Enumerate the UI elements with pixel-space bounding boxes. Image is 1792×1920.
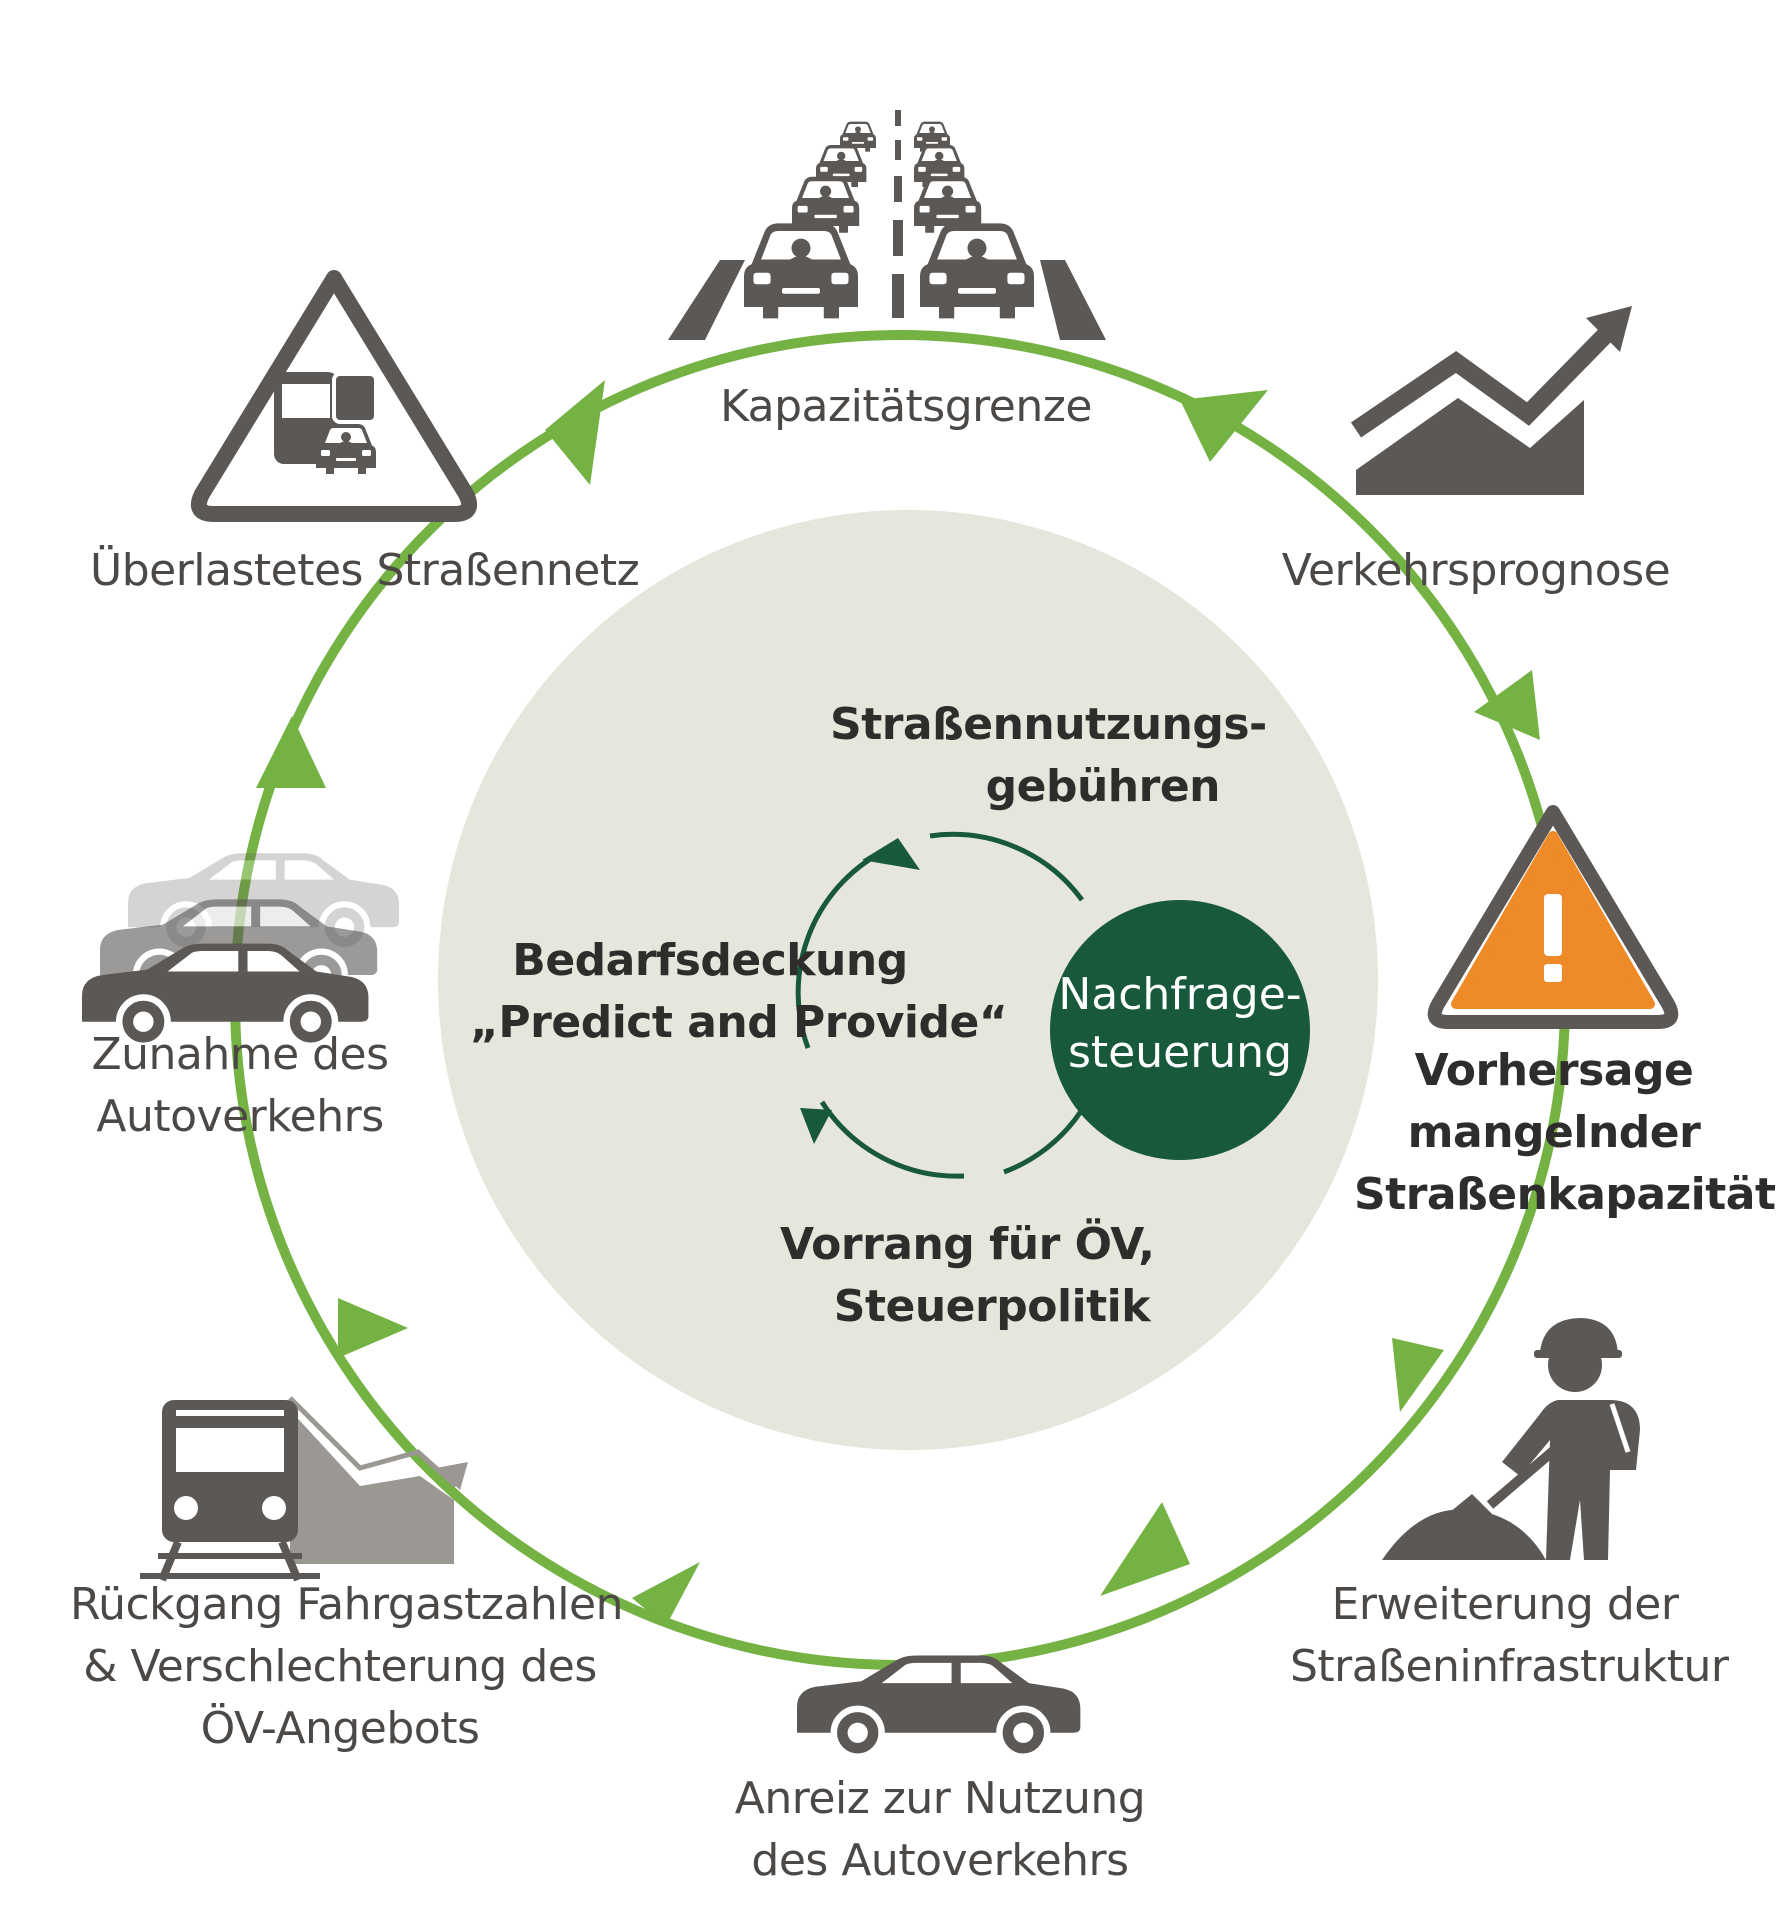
label-predict-and-provide: Bedarfsdeckung „Predict and Provide“ xyxy=(470,935,1008,1048)
label-car-usage-incentive: Anreiz zur Nutzung des Autoverkehrs xyxy=(734,1773,1146,1886)
arrowhead-bottom-left xyxy=(632,1562,700,1626)
label-overloaded-road-network: Überlastetes Straßennetz xyxy=(90,545,640,596)
traffic-jam-icon xyxy=(668,110,1106,340)
label-capacity-limit: Kapazitätsgrenze xyxy=(720,381,1092,432)
label-road-user-charges: Straßennutzungs- gebühren xyxy=(830,699,1267,812)
label-demand-management: Nachfrage- steuerung xyxy=(1058,969,1302,1078)
arrowhead-top-right xyxy=(1180,390,1268,462)
overloaded-road-icon xyxy=(191,270,477,522)
label-transit-priority-tax-policy: Vorrang für ÖV, Steuerpolitik xyxy=(780,1219,1155,1332)
label-traffic-forecast: Verkehrsprognose xyxy=(1281,545,1671,596)
construction-worker-icon xyxy=(1382,1318,1640,1560)
warning-icon xyxy=(1427,805,1679,1029)
arrowhead-right xyxy=(1474,670,1540,740)
label-capacity-shortage-forecast: Vorhersage mangelnder Straßenkapazität xyxy=(1354,1045,1776,1220)
cycle-arrowheads xyxy=(256,380,1540,1626)
arrowhead-lower-right xyxy=(1392,1338,1444,1412)
label-transit-decline: Rückgang Fahrgastzahlen & Verschlechteru… xyxy=(70,1579,623,1754)
inner-disc xyxy=(438,510,1378,1450)
arrowhead-top-left xyxy=(545,380,605,485)
arrowhead-left xyxy=(256,716,326,788)
core-circle xyxy=(1050,900,1310,1160)
label-car-traffic-growth: Zunahme des Autoverkehrs xyxy=(91,1029,389,1142)
label-road-infrastructure-expansion: Erweiterung der Straßeninfrastruktur xyxy=(1290,1579,1729,1692)
multiple-cars-icon xyxy=(82,853,399,1046)
train-decline-icon xyxy=(140,1396,468,1582)
car-icon xyxy=(797,1656,1080,1757)
arrowhead-lower-left xyxy=(338,1298,408,1358)
rising-trend-icon xyxy=(1350,306,1633,495)
arrowhead-bottom-right xyxy=(1100,1502,1190,1596)
